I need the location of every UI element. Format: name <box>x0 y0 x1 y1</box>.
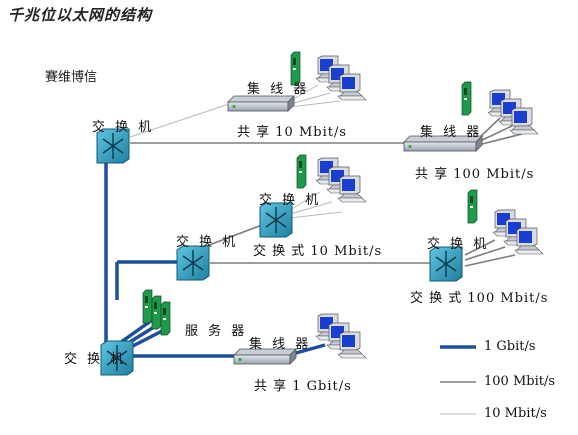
server-tower-icon <box>160 301 171 336</box>
hub-right <box>403 135 483 152</box>
monitor-icon <box>509 107 539 135</box>
link-top-hub-pc1 <box>289 84 319 102</box>
label-hub-top: 集 线 器 <box>247 82 310 97</box>
link-far-switch-pc1 <box>464 239 496 256</box>
link-up-switch-pc1 <box>289 191 321 211</box>
server-towers <box>142 51 478 336</box>
switch-bottom <box>100 340 134 376</box>
label-switched-10: 交 换 式 10 Mbit/s <box>253 244 383 259</box>
label-switched-100: 交 换 式 100 Mbit/s <box>410 291 549 306</box>
server-tower-icon <box>142 289 153 324</box>
link-far-switch-pc3 <box>464 254 516 267</box>
link-far-switch-pc2 <box>464 246 506 261</box>
server-tower-icon <box>290 51 301 86</box>
link-top-hub-pc2 <box>289 92 331 105</box>
label-switch-mid-left: 交 换 机 <box>176 235 239 250</box>
brand-text: 賽维博信 <box>45 70 98 85</box>
label-hub-right: 集 线 器 <box>420 125 483 140</box>
legend <box>440 345 476 415</box>
label-shared-1g: 共 享 1 Gbit/s <box>254 379 352 394</box>
monitor-icon <box>337 331 367 359</box>
switch-mid-left <box>176 245 210 281</box>
link-up-switch-pc3 <box>289 211 343 219</box>
link-top-switch-to-top-hub <box>129 102 233 138</box>
label-hub-bottom: 集 线 器 <box>249 337 312 352</box>
label-shared-10: 共 享 10 Mbit/s <box>237 125 348 140</box>
switch-top-left <box>96 128 130 164</box>
link-up-switch-pc2 <box>289 201 333 215</box>
switch-mid-up <box>259 202 293 238</box>
hub-bottom <box>233 348 297 365</box>
link-right-hub-pc1 <box>477 117 501 140</box>
label-switch-bottom: 交 换 机 <box>64 352 127 367</box>
links-10 <box>129 84 343 219</box>
switch-far-right <box>429 246 463 282</box>
link-right-hub-pc2 <box>477 125 513 143</box>
label-switch-far-right: 交 换 机 <box>427 237 490 252</box>
label-switch-mid-up: 交 换 机 <box>259 193 322 208</box>
server-tower-icon <box>467 189 478 224</box>
server-tower-icon <box>461 81 472 116</box>
legend-label-gbit: 1 Gbit/s <box>484 339 536 354</box>
diagram-title: 千兆位以太网的结构 <box>8 6 153 24</box>
monitor-icon <box>337 73 367 101</box>
monitor-icon <box>514 227 544 255</box>
label-server: 服 务 器 <box>185 324 248 339</box>
server-tower-icon <box>151 295 162 330</box>
workstations <box>315 55 544 359</box>
legend-label-10: 10 Mbit/s <box>484 406 547 421</box>
legend-label-100: 100 Mbit/s <box>484 374 556 389</box>
label-switch-top-left: 交 换 机 <box>92 120 155 135</box>
link-right-hub-pc3 <box>477 133 523 146</box>
hub-top <box>227 95 295 112</box>
link-top-hub-pc3 <box>289 100 341 108</box>
monitor-icon <box>337 175 367 203</box>
label-shared-100: 共 享 100 Mbit/s <box>415 167 535 182</box>
server-tower-icon <box>296 154 307 189</box>
